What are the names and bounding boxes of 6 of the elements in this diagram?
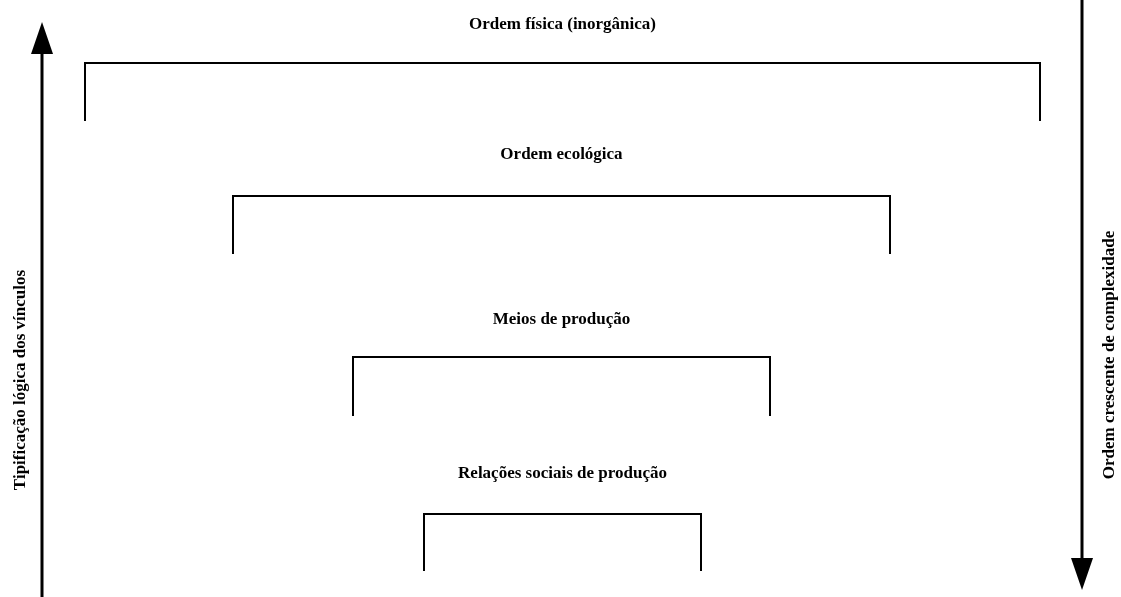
- bracket-label: Relações sociais de produção: [458, 463, 667, 483]
- bracket-label: Ordem física (inorgânica): [469, 14, 656, 34]
- axis-label: Tipificação lógica dos vínculos: [10, 269, 31, 491]
- bracket-label: Meios de produção: [492, 309, 631, 329]
- bracket-label: Ordem ecológica: [500, 144, 623, 164]
- axis-label: Ordem crescente de complexidade: [1099, 230, 1120, 480]
